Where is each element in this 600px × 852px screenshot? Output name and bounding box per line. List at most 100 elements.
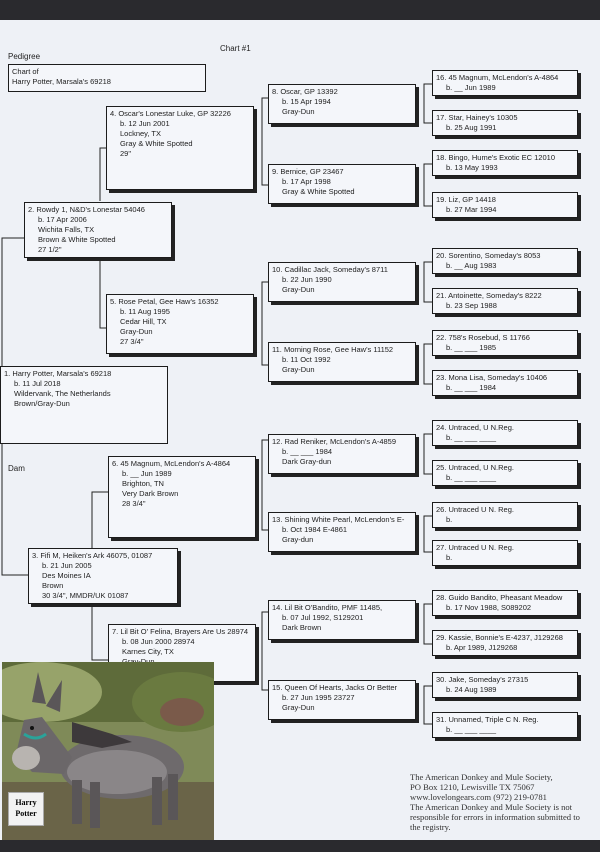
gen4-color: Gray-Dun	[282, 285, 315, 294]
gen3-height: 28 3/4"	[122, 499, 146, 508]
chart-number: Chart #1	[220, 44, 251, 53]
gen4-color: Gray-Dun	[282, 703, 315, 712]
gen4-birth: b. __ ___ 1984	[282, 447, 333, 456]
gen4-name: 15. Queen Of Hearts, Jacks Or Better	[272, 683, 398, 692]
chart-of-box: Chart of Harry Potter, Marsala's 69218	[8, 64, 206, 92]
gen5-name: 21. Antoinette, Someday's 8222	[436, 291, 542, 300]
pedigree-title: Pedigree	[8, 52, 41, 61]
gen3-height: 29"	[120, 149, 132, 158]
chart-of-label: Chart of	[12, 67, 39, 76]
gen4-box-10: 10. Cadillac Jack, Someday's 8711 b. 22 …	[268, 262, 416, 302]
footer-line: PO Box 1210, Lewisville TX 75067	[410, 782, 535, 792]
gen4-name: 9. Bernice, GP 23467	[272, 167, 344, 176]
gen3-birth: b. 12 Jun 2001	[120, 119, 170, 128]
gen1-subject-box: 1. Harry Potter, Marsala's 69218 b. 11 J…	[0, 366, 168, 444]
gen3-name: 7. Lil Bit O' Felina, Brayers Are Us 289…	[112, 627, 249, 636]
gen5-name: 31. Unnamed, Triple C N. Reg.	[436, 715, 539, 724]
gen2-dam-place: Des Moines IA	[42, 571, 91, 580]
gen5-birth: b. 17 Nov 1988, S089202	[446, 603, 532, 612]
photo-caption-line: Potter	[15, 809, 37, 818]
gen4-box-12: 12. Rad Reniker, McLendon's A-4859 b. __…	[268, 434, 416, 474]
gen2-sire-height: 27 1/2"	[38, 245, 62, 254]
gen5-name: 20. Sorentino, Someday's 8053	[436, 251, 541, 260]
gen5-name: 16. 45 Magnum, McLendon's A-4864	[436, 73, 559, 82]
gen4-box-14: 14. Lil Bit O'Bandito, PMF 11485, b. 07 …	[268, 600, 416, 640]
gen5-birth: b.	[446, 515, 453, 524]
gen2-dam-birth: b. 21 Jun 2005	[42, 561, 92, 570]
gen1-birth: b. 11 Jul 2018	[14, 379, 61, 388]
gen3-box-4: 4. Oscar's Lonestar Luke, GP 32226 b. 12…	[106, 106, 254, 190]
gen3-birth: b. 08 Jun 2000 28974	[122, 637, 195, 646]
gen5-box-27: 27. Untraced U N. Reg.b.	[432, 540, 578, 566]
chart-of-name: Harry Potter, Marsala's 69218	[12, 77, 111, 86]
gen3-box-5: 5. Rose Petal, Gee Haw's 16352 b. 11 Aug…	[106, 294, 254, 354]
gen5-birth: b. __ ___ ____	[446, 433, 497, 442]
gen4-name: 14. Lil Bit O'Bandito, PMF 11485,	[272, 603, 383, 612]
gen2-sire-box: 2. Rowdy 1, N&D's Lonestar 54046 b. 17 A…	[24, 202, 172, 258]
gen4-color: Gray-Dun	[282, 107, 315, 116]
gen4-birth: b. 07 Jul 1992, S129201	[282, 613, 364, 622]
gen5-birth: b. __ ___ ____	[446, 725, 497, 734]
gen5-name: 28. Guido Bandito, Pheasant Meadow	[436, 593, 563, 602]
gen4-box-15: 15. Queen Of Hearts, Jacks Or Better b. …	[268, 680, 416, 720]
gen4-birth: b. 27 Jun 1995 23727	[282, 693, 355, 702]
gen4-color: Gray & White Spotted	[282, 187, 355, 196]
gen3-birth: b. 11 Aug 1995	[120, 307, 170, 316]
gen5-name: 26. Untraced U N. Reg.	[436, 505, 514, 514]
gen2-dam-color: Brown	[42, 581, 64, 590]
gen5-birth: b. __ ___ 1984	[446, 383, 497, 392]
gen5-name: 23. Mona Lisa, Someday's 10406	[436, 373, 548, 382]
gen4-birth: b. Oct 1984 E-4861	[282, 525, 348, 534]
gen5-birth: b. 24 Aug 1989	[446, 685, 497, 694]
gen5-name: 30. Jake, Someday's 27315	[436, 675, 529, 684]
gen4-box-8: 8. Oscar, GP 13392 b. 15 Apr 1994 Gray-D…	[268, 84, 416, 124]
gen3-name: 5. Rose Petal, Gee Haw's 16352	[110, 297, 219, 306]
gen5-birth: b. __ Jun 1989	[446, 83, 496, 92]
gen4-birth: b. 17 Apr 1998	[282, 177, 331, 186]
gen3-box-6: 6. 45 Magnum, McLendon's A-4864 b. __ Ju…	[108, 456, 256, 538]
gen4-color: Dark Gray-dun	[282, 457, 332, 466]
donkey-image	[2, 662, 214, 840]
gen5-name: 29. Kassie, Bonnie's E-4237, J129268	[436, 633, 563, 642]
dam-label: Dam	[8, 464, 25, 473]
gen2-sire-color: Brown & White Spotted	[38, 235, 116, 244]
gen5-box-24: 24. Untraced, U N.Reg.b. __ ___ ____	[432, 420, 578, 446]
gen3-place: Cedar Hill, TX	[120, 317, 167, 326]
gen4-name: 8. Oscar, GP 13392	[272, 87, 338, 96]
gen2-sire-birth: b. 17 Apr 2006	[38, 215, 87, 224]
gen4-name: 10. Cadillac Jack, Someday's 8711	[272, 265, 388, 274]
footer-line: The American Donkey and Mule Society,	[410, 772, 553, 782]
gen3-color: Gray & White Spotted	[120, 139, 193, 148]
footer-line: The American Donkey and Mule Society is …	[410, 802, 573, 812]
gen5-name: 18. Bingo, Hume's Exotic EC 12010	[436, 153, 555, 162]
gen2-sire-place: Wichita Falls, TX	[38, 225, 95, 234]
gen5-birth: b. 13 May 1993	[446, 163, 498, 172]
gen5-birth: b. 23 Sep 1988	[446, 301, 497, 310]
footer-line: www.lovelongears.com (972) 219-0781	[410, 792, 547, 802]
gen4-birth: b. 15 Apr 1994	[282, 97, 331, 106]
gen3-name: 6. 45 Magnum, McLendon's A-4864	[112, 459, 231, 468]
gen4-box-13: 13. Shining White Pearl, McLendon's E- b…	[268, 512, 416, 552]
gen4-name: 13. Shining White Pearl, McLendon's E-	[272, 515, 405, 524]
gen5-name: 24. Untraced, U N.Reg.	[436, 423, 514, 432]
gen3-color: Gray-Dun	[120, 327, 153, 336]
gen3-place: Lockney, TX	[120, 129, 161, 138]
gen1-place: Wildervank, The Netherlands	[14, 389, 111, 398]
donkey-photo	[2, 662, 214, 840]
gen4-color: Gray-dun	[282, 535, 314, 544]
gen5-name: 22. 758's Rosebud, S 11766	[436, 333, 530, 342]
gen5-birth: b. __ ___ ____	[446, 473, 497, 482]
gen5-box-26: 26. Untraced U N. Reg.b.	[432, 502, 578, 528]
gen3-place: Karnes City, TX	[122, 647, 174, 656]
gen4-birth: b. 11 Oct 1992	[282, 355, 331, 364]
gen3-name: 4. Oscar's Lonestar Luke, GP 32226	[110, 109, 231, 118]
gen3-birth: b. __ Jun 1989	[122, 469, 172, 478]
